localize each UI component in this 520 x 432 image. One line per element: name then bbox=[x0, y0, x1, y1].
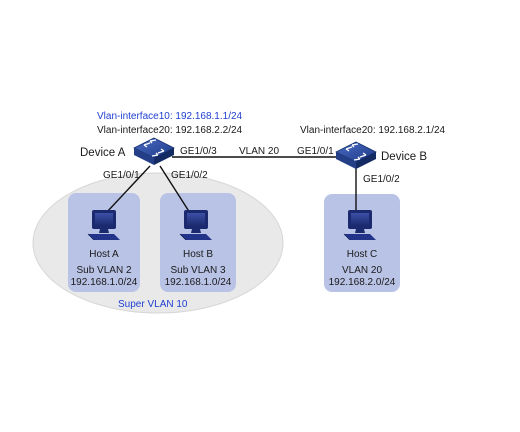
computer-icon bbox=[179, 210, 212, 241]
host-a-box bbox=[68, 193, 140, 292]
super-vlan-label: Super VLAN 10 bbox=[118, 299, 188, 310]
link-vlan-label: VLAN 20 bbox=[239, 146, 280, 157]
host-c-box bbox=[324, 194, 400, 292]
device-a-vlanif20-label: Vlan-interface20: 192.168.2.2/24 bbox=[97, 125, 243, 136]
device-b-name: Device B bbox=[381, 151, 428, 163]
port-b-ge101: GE1/0/1 bbox=[297, 146, 334, 157]
host-a-subnet: 192.168.1.0/24 bbox=[70, 277, 138, 288]
host-c-subnet: 192.168.2.0/24 bbox=[328, 277, 396, 288]
link-a-hosta bbox=[105, 165, 151, 214]
switch-icon bbox=[335, 141, 377, 169]
host-b-box bbox=[160, 193, 236, 292]
device-a-name: Device A bbox=[80, 147, 126, 159]
host-b-subnet: 192.168.1.0/24 bbox=[164, 277, 232, 288]
host-a-vlan: Sub VLAN 2 bbox=[76, 265, 132, 276]
computer-icon bbox=[87, 210, 120, 241]
host-c-vlan: VLAN 20 bbox=[341, 265, 383, 276]
host-a-name: Host A bbox=[89, 249, 119, 260]
port-a-ge102: GE1/0/2 bbox=[171, 170, 208, 181]
host-b-name: Host B bbox=[182, 249, 213, 260]
device-a-vlanif10-label: Vlan-interface10: 192.168.1.1/24 bbox=[97, 111, 243, 122]
switch-icon bbox=[133, 137, 175, 165]
host-c-name: Host C bbox=[346, 249, 378, 260]
port-a-ge101: GE1/0/1 bbox=[103, 170, 140, 181]
computer-icon bbox=[343, 210, 376, 241]
device-b-vlanif20-label: Vlan-interface20: 192.168.2.1/24 bbox=[300, 125, 446, 136]
link-a-hostb bbox=[159, 165, 191, 214]
host-b-vlan: Sub VLAN 3 bbox=[170, 265, 226, 276]
port-a-ge103: GE1/0/3 bbox=[180, 146, 217, 157]
port-b-ge102: GE1/0/2 bbox=[363, 174, 400, 185]
